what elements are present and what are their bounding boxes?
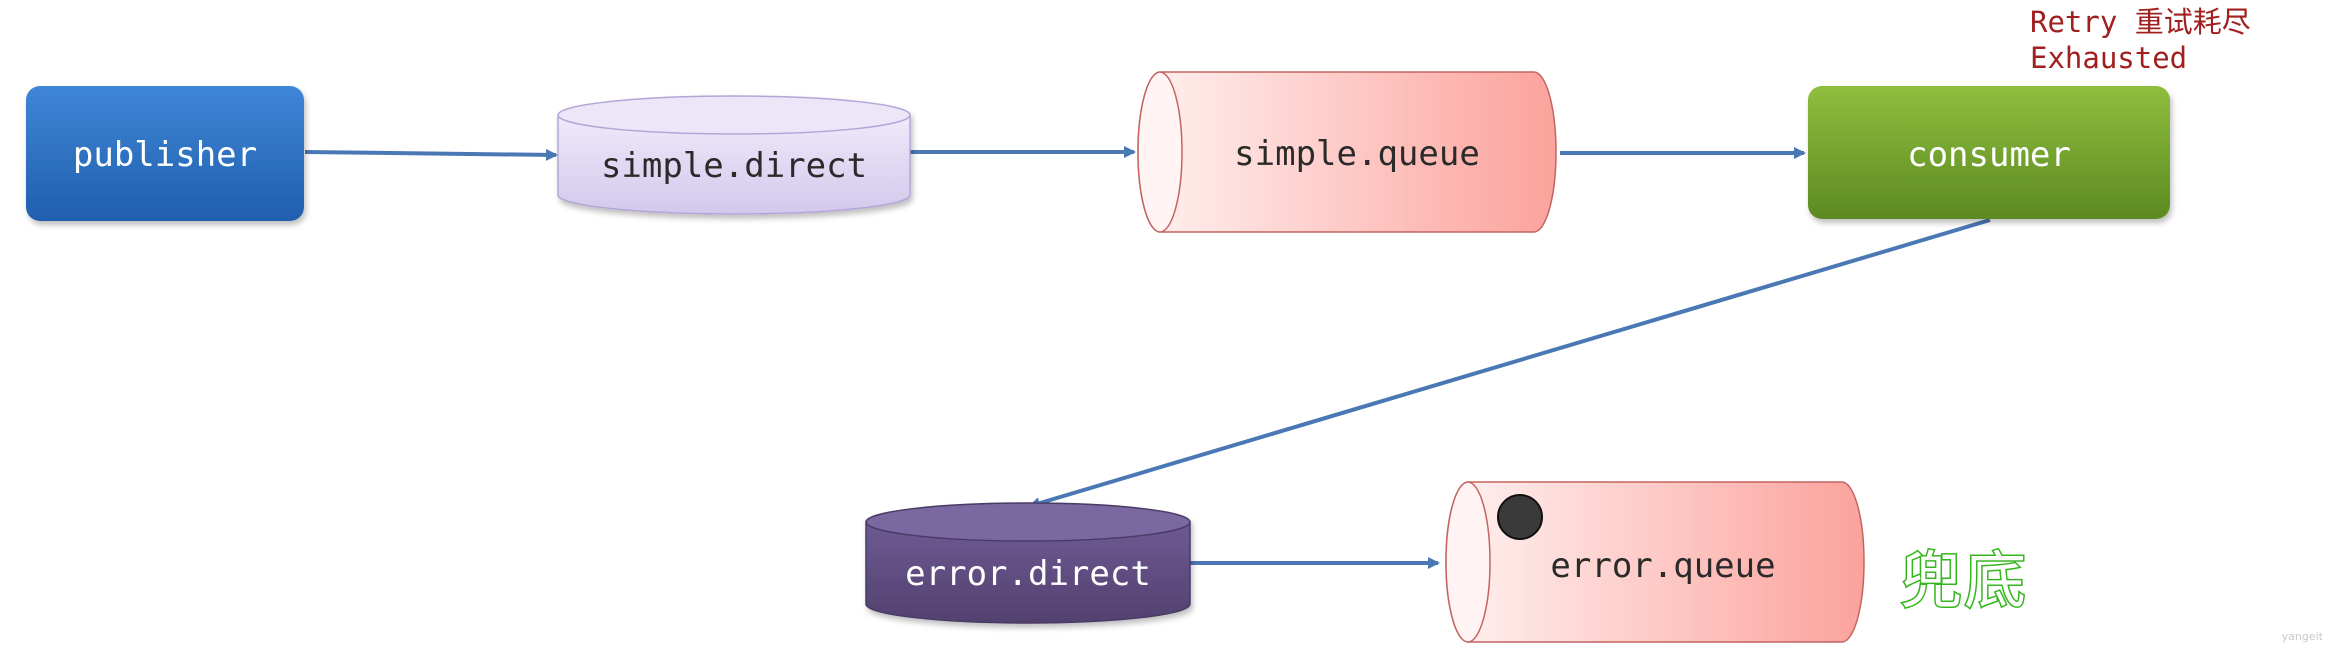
retry-label: Retry [2030, 5, 2118, 39]
simple-direct-label: simple.direct [601, 146, 867, 186]
consumer-label: consumer [1907, 135, 2071, 175]
publisher-node [26, 86, 304, 221]
message-dot-icon [1497, 494, 1543, 540]
fallback-label: 兜底 [1898, 543, 2029, 619]
exhausted-label: Exhausted [2030, 41, 2188, 75]
watermark: yangeit [2281, 630, 2323, 643]
simple-queue-node [1137, 71, 1557, 233]
simple-queue-label: simple.queue [1234, 134, 1480, 174]
arrow-publisher-to-simple-direct [304, 148, 558, 161]
error-queue-label: error.queue [1550, 546, 1775, 586]
error-direct-exchange [865, 502, 1191, 624]
error-direct-label: error.direct [905, 554, 1151, 594]
publisher-label: publisher [73, 135, 257, 175]
retry-exhausted-note: Retry 重试耗尽 Exhausted [2030, 4, 2251, 76]
arrows [304, 146, 1991, 569]
arrow-consumer-to-error-direct [1028, 218, 1991, 509]
error-queue-node [1445, 481, 1865, 643]
simple-direct-exchange [557, 95, 911, 215]
consumer-node [1808, 86, 2170, 219]
retry-cjk-label: 重试耗尽 [2134, 5, 2251, 39]
